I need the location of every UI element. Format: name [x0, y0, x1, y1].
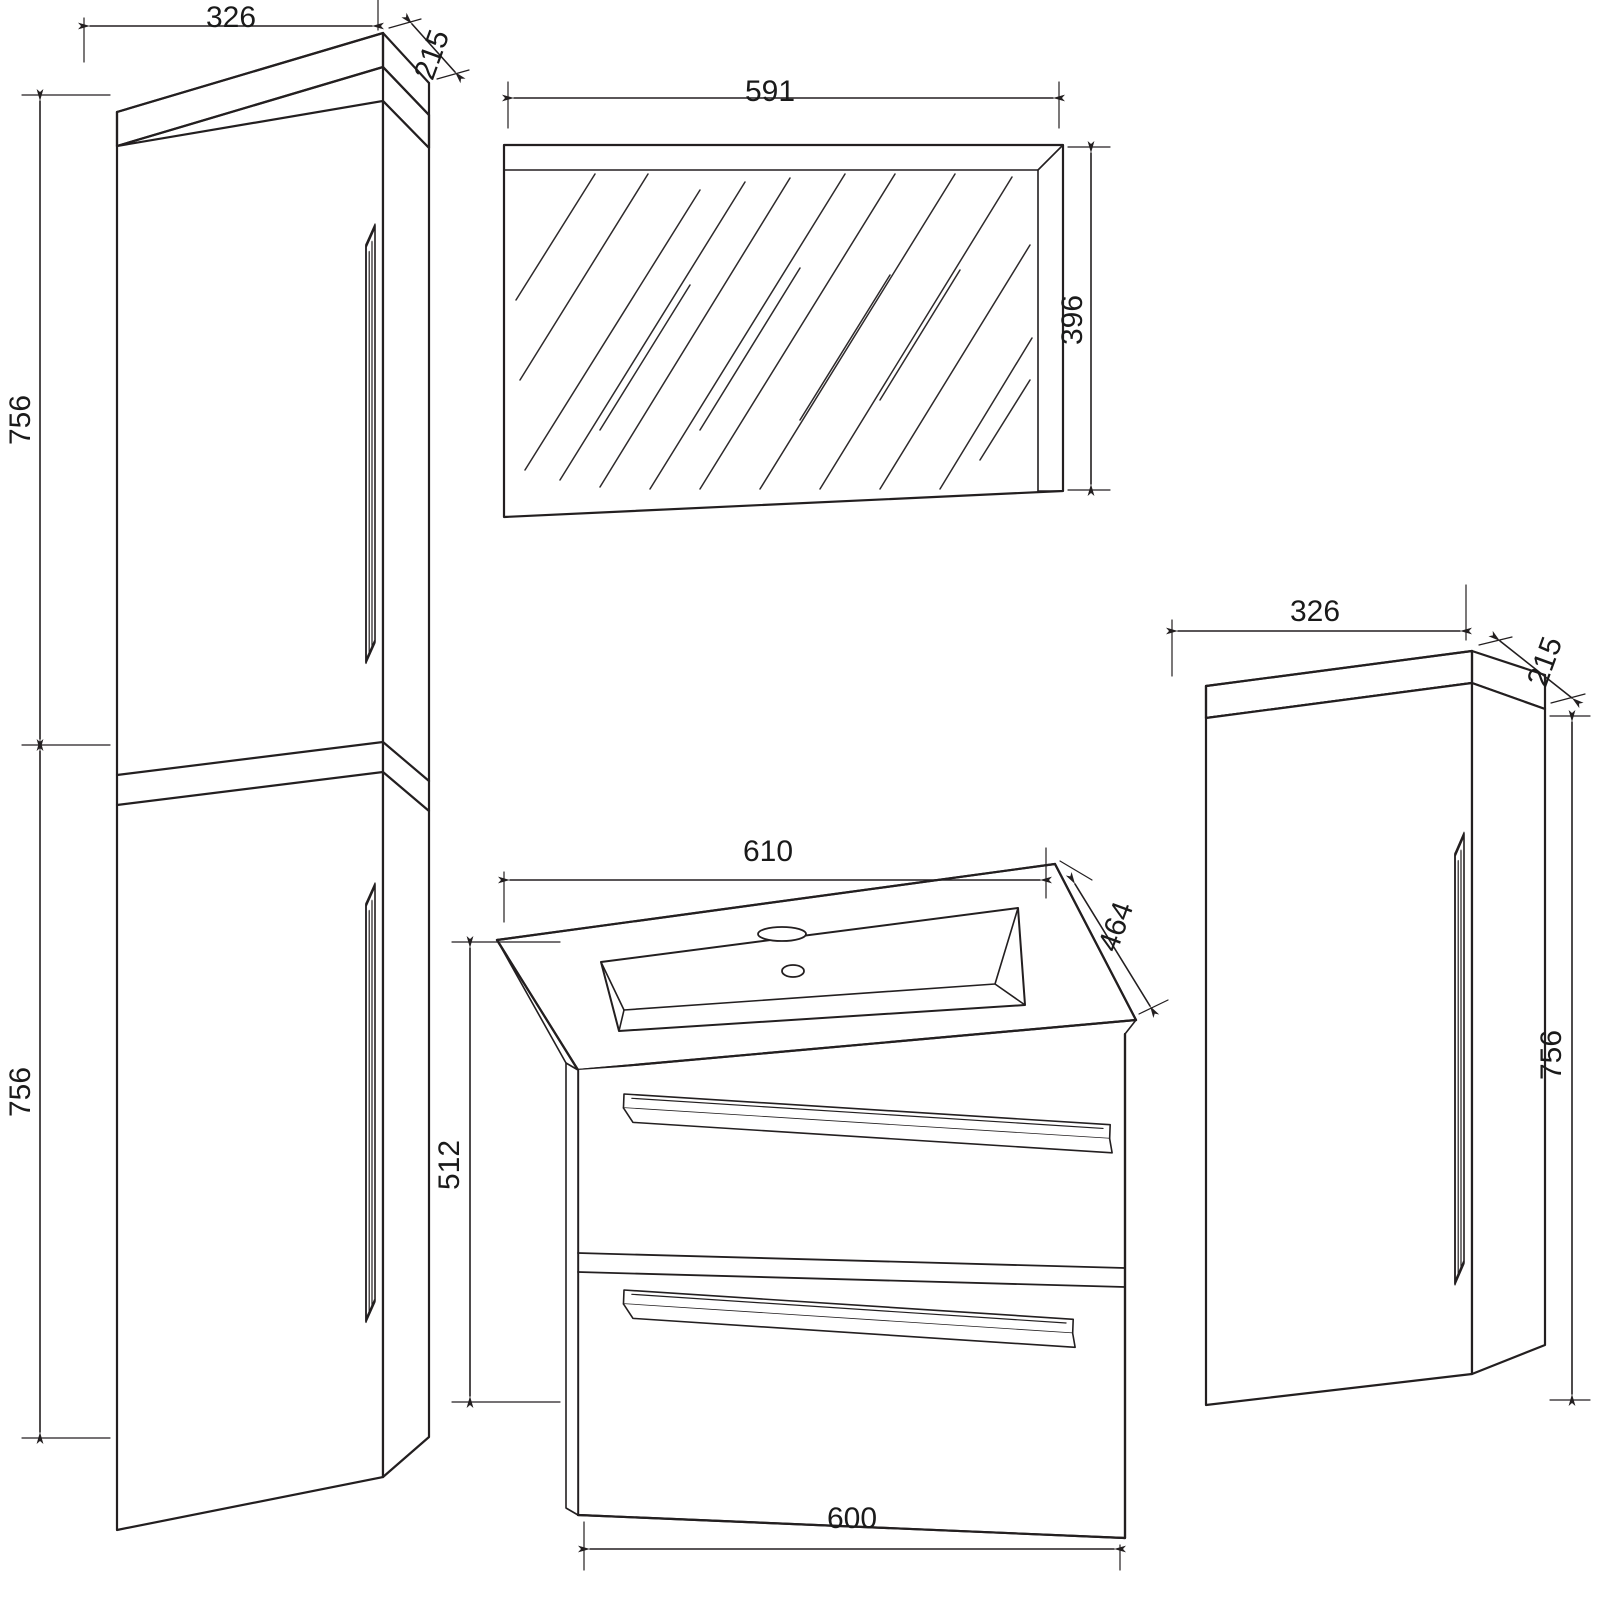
dim-vanity-height: [451, 936, 561, 1408]
dim-tall-width: [78, 0, 384, 63]
dim-tall-lower-height: [21, 739, 111, 1444]
dim-vanity-width: [578, 1521, 1126, 1571]
dim-label-side-height: 756: [1535, 1030, 1568, 1080]
vanity-unit-drawing: [495, 862, 1138, 1540]
dim-label-basin-width: 610: [743, 835, 793, 868]
dim-label-side-width: 326: [1290, 595, 1340, 628]
dim-label-tall-lower-height: 756: [4, 1067, 37, 1117]
dim-side-height: [1549, 710, 1591, 1406]
dim-label-vanity-height: 512: [433, 1140, 466, 1190]
dim-label-mirror-width: 591: [745, 75, 795, 108]
dim-label-tall-width: 326: [206, 1, 256, 34]
tall-cabinet-left-drawing: [115, 31, 431, 1532]
dim-label-basin-depth: 464: [1092, 898, 1140, 956]
mirror-drawing: [502, 143, 1065, 519]
dim-side-width: [1166, 584, 1472, 677]
dim-basin-depth: [1059, 860, 1169, 1019]
dim-mirror-height: [1067, 141, 1111, 496]
dim-basin-width: [498, 847, 1052, 923]
dim-label-vanity-width: 600: [827, 1502, 877, 1535]
dim-mirror-width: [502, 81, 1065, 129]
dim-tall-depth: [388, 12, 470, 84]
dim-label-tall-upper-height: 756: [4, 395, 37, 445]
dim-side-depth: [1478, 630, 1586, 709]
side-cabinet-right-drawing: [1204, 649, 1547, 1407]
dim-label-side-depth: 215: [1521, 633, 1569, 691]
dim-label-mirror-height: 396: [1056, 295, 1089, 345]
